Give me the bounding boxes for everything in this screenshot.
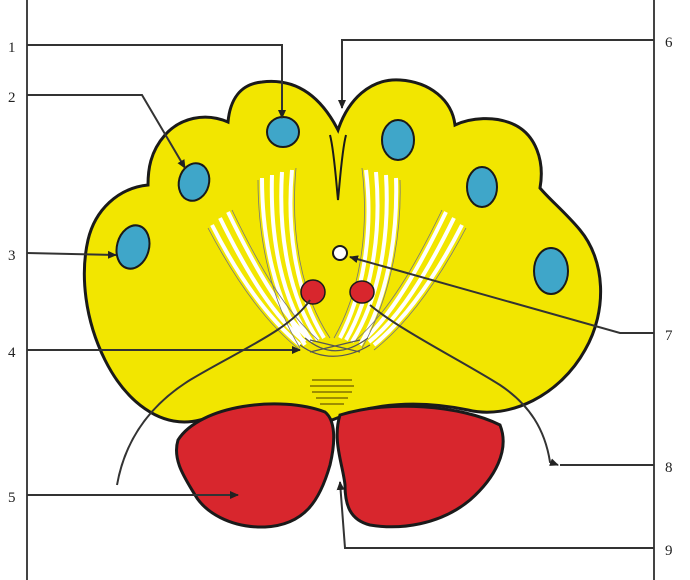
label-6: 6	[665, 35, 673, 51]
red-nucleus-left	[301, 280, 325, 304]
blue-nucleus-4	[382, 120, 414, 160]
blue-nucleus-1	[267, 117, 299, 147]
label-4: 4	[8, 345, 16, 361]
red-lobe-right	[337, 406, 503, 526]
label-5: 5	[8, 490, 16, 506]
red-lobe-left	[176, 404, 333, 527]
label-1: 1	[8, 40, 16, 56]
label-3: 3	[8, 248, 16, 264]
blue-nucleus-6	[534, 248, 568, 294]
red-nucleus-right	[350, 281, 374, 303]
blue-nucleus-5	[467, 167, 497, 207]
label-2: 2	[8, 90, 16, 106]
label-8: 8	[665, 460, 673, 476]
label-7: 7	[665, 328, 673, 344]
central-canal	[333, 246, 347, 260]
label-9: 9	[665, 543, 673, 559]
